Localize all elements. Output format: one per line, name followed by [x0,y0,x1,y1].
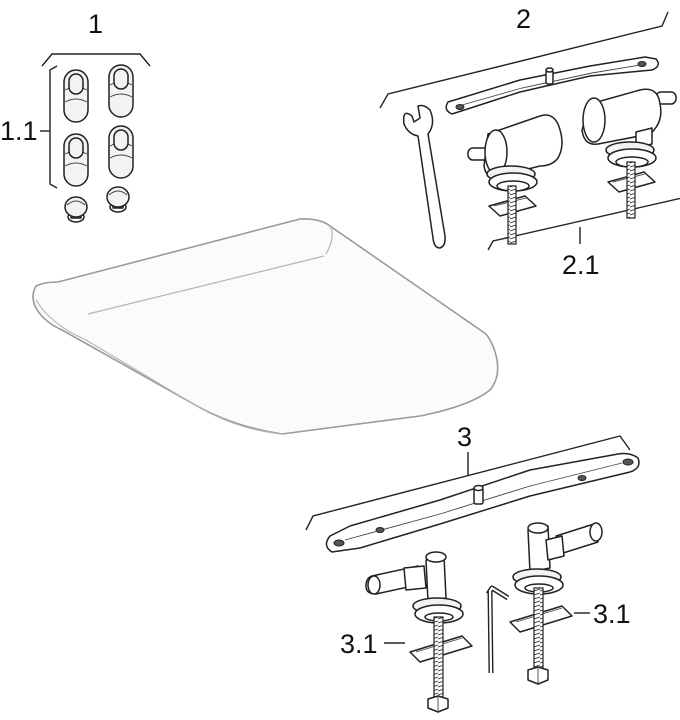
toilet-seat-cover [32,218,499,435]
buffer-set-group: 1 1.1 [0,9,151,223]
bracket-item-1-1 [49,65,58,189]
bracket-item-1 [41,53,151,67]
label-item-1-1: 1.1 [0,116,38,146]
wrench-tool [402,104,446,249]
standard-hinge-group: 3 [305,422,640,713]
label-item-2-1: 2.1 [562,250,600,280]
label-item-3-1-right: 3.1 [593,599,631,629]
bracket-item-3 [305,435,631,531]
bracket-item-2-1 [487,197,680,251]
mounting-plate-small [445,56,659,115]
mounting-plate-long [325,452,640,553]
label-item-2: 2 [516,4,531,34]
buffer-knobs [64,186,130,223]
l-hinge-assembly-right [509,522,603,685]
label-item-3: 3 [457,422,472,452]
bracket-item-2 [379,11,669,109]
top-fix-hinge-group: 2 2.1 [379,4,680,280]
label-item-1: 1 [88,9,103,39]
allen-key-tool [485,585,510,674]
label-item-3-1-left: 3.1 [340,629,378,659]
hinge-assembly-left [467,114,563,245]
l-hinge-assembly-left [365,551,473,713]
hinge-assembly-right [581,88,677,219]
buffer-pads [63,64,134,187]
